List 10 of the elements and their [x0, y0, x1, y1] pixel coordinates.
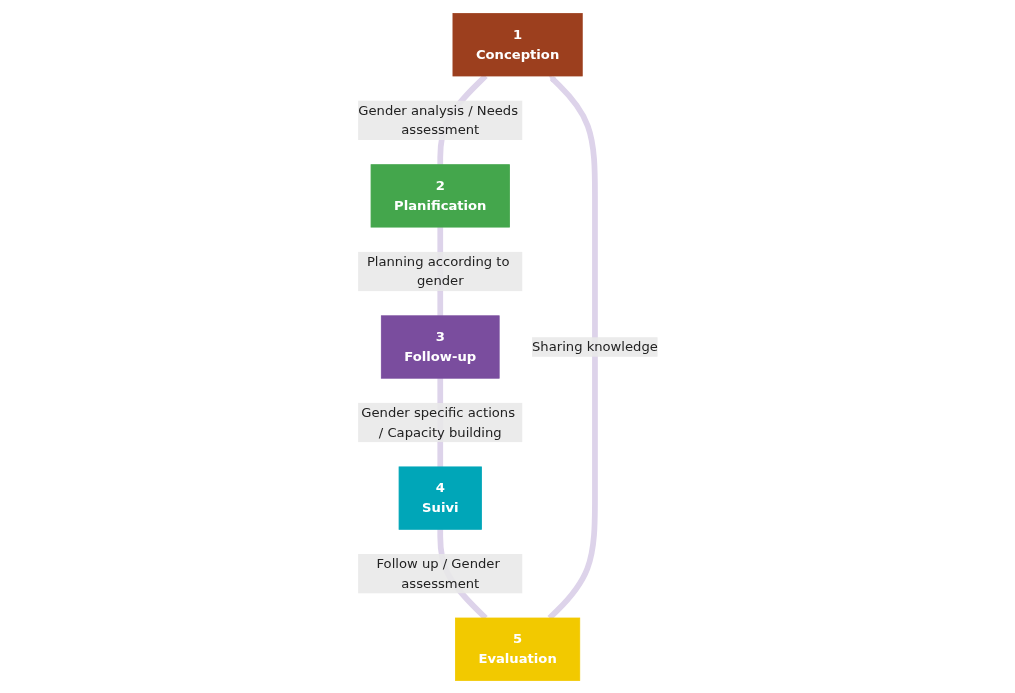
node-box: 2 Planification [370, 163, 510, 227]
edge-label: Planning according to gender [366, 252, 509, 289]
edge-label: Gender specific actions / Capacity building [360, 403, 515, 440]
edge-label: Gender analysis / Needs assessment [357, 101, 518, 138]
edge-label: Sharing knowledge [531, 338, 658, 354]
node-box: 1 Conception [452, 12, 583, 76]
node-box: 3 Follow-up [380, 314, 500, 379]
edge-label: Follow up / Gender assessment [376, 555, 500, 591]
node-box: 5 Evaluation [454, 617, 580, 681]
node-box: 4 Suivi [398, 466, 482, 530]
